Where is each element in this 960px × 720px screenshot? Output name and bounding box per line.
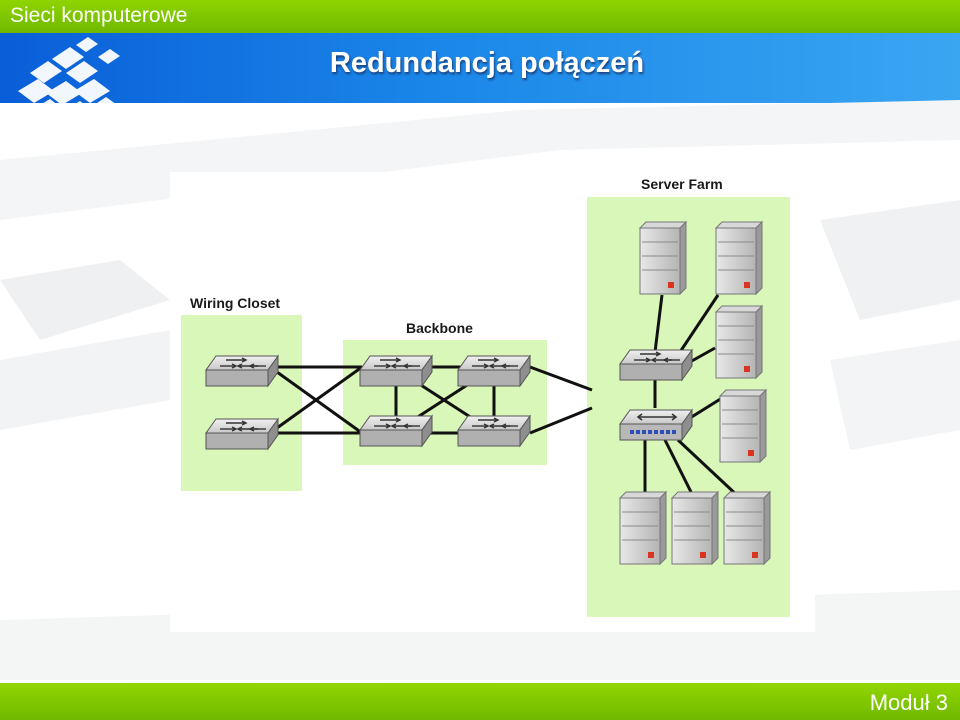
switch-backbone-2 [457, 355, 531, 387]
link-sw-srv2 [678, 294, 720, 353]
switch-backbone-4 [457, 415, 531, 447]
server-3 [715, 305, 763, 379]
switch-server-farm [619, 349, 693, 381]
link-sw-srv3 [689, 346, 716, 364]
server-5 [619, 491, 667, 565]
server-6 [671, 491, 719, 565]
label-wiring-closet: Wiring Closet [190, 295, 280, 311]
module-label: Moduł 3 [869, 690, 948, 715]
label-server-farm: Server Farm [641, 176, 723, 192]
slide-title: Redundancja połączeń [329, 47, 645, 79]
link-hub-srv4 [689, 396, 723, 420]
zone-wiring-closet [181, 315, 302, 491]
bottom-bar: Moduł 3 [0, 683, 960, 720]
server-1 [639, 221, 687, 295]
link-wc2-bb1 [269, 365, 363, 435]
link-bb4-farm [529, 406, 593, 435]
link-hub-srv7 [676, 438, 742, 500]
label-backbone: Backbone [406, 320, 473, 336]
switch-wiring-closet-2 [205, 418, 279, 450]
logo-text: E-STUDIA INFORMATYCZNE [6, 129, 145, 140]
link-bb2-farm [529, 365, 593, 392]
link-sw-srv1 [653, 294, 664, 353]
server-2 [715, 221, 763, 295]
server-4 [719, 389, 767, 463]
hub-server-farm [619, 409, 693, 441]
switch-wiring-closet-1 [205, 355, 279, 387]
server-7 [723, 491, 771, 565]
links [269, 294, 742, 500]
switch-backbone-1 [359, 355, 433, 387]
header-band [0, 33, 960, 103]
course-title: Sieci komputerowe [10, 4, 188, 27]
top-bar: Sieci komputerowe [0, 0, 960, 33]
link-hub-srv6 [663, 439, 696, 499]
switch-backbone-3 [359, 415, 433, 447]
logo [18, 37, 120, 127]
